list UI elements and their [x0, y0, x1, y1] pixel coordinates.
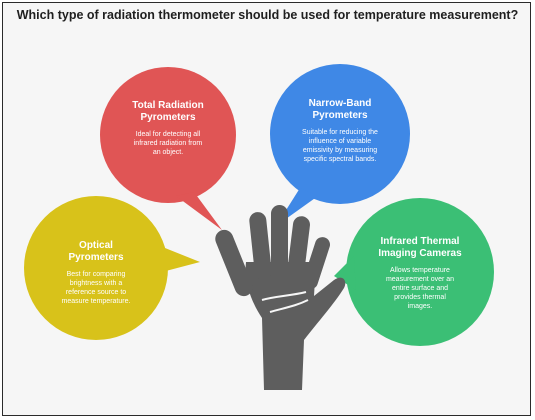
- optical-desc-line3: reference source to: [65, 289, 127, 296]
- optical-desc-line1: Best for comparing: [66, 271, 126, 278]
- infrared-thermal-circle: [346, 198, 494, 346]
- optical-pointer: [160, 246, 200, 272]
- infrared-thermal-desc: Allows temperature measurement over an e…: [368, 266, 472, 311]
- optical-title: Optical Pyrometers: [46, 240, 146, 264]
- optical-bubble: [24, 196, 200, 340]
- total-radiation-title: Total Radiation Pyrometers: [118, 100, 218, 124]
- optical-desc-line2: brightness with a: [69, 280, 123, 287]
- narrow-band-circle: [270, 64, 410, 204]
- total-radiation-desc-line1: Ideal for detecting all: [135, 131, 201, 138]
- narrow-band-desc: Suitable for reducing the influence of v…: [282, 128, 398, 164]
- optical-title-line2: Pyrometers: [68, 252, 124, 263]
- infrared-thermal-desc-line5: images.: [407, 303, 433, 310]
- optical-circle: [24, 196, 168, 340]
- infrared-thermal-desc-line1: Allows temperature: [390, 267, 450, 274]
- narrow-band-text: Narrow-Band Pyrometers Suitable for redu…: [282, 98, 398, 164]
- infrared-thermal-text: Infrared Thermal Imaging Cameras Allows …: [368, 236, 472, 311]
- infrared-thermal-desc-line3: entire surface and: [391, 285, 449, 292]
- optical-title-line1: Optical: [79, 240, 113, 251]
- infrared-thermal-bubble: [334, 198, 494, 346]
- optical-desc: Best for comparing brightness with a ref…: [46, 270, 146, 306]
- narrow-band-desc-line2: influence of variable: [308, 138, 372, 145]
- infrared-thermal-pointer: [334, 256, 356, 290]
- infrared-thermal-desc-line4: provides thermal: [394, 294, 446, 301]
- narrow-band-title-line2: Pyrometers: [312, 110, 368, 121]
- total-radiation-text: Total Radiation Pyrometers Ideal for det…: [118, 100, 218, 157]
- narrow-band-title: Narrow-Band Pyrometers: [282, 98, 398, 122]
- infrared-thermal-title: Infrared Thermal Imaging Cameras: [368, 236, 472, 260]
- narrow-band-desc-line3: emissivity by measuring: [302, 147, 378, 154]
- total-radiation-desc-line2: infrared radiation from: [133, 140, 203, 147]
- total-radiation-desc: Ideal for detecting all infrared radiati…: [118, 130, 218, 157]
- optical-desc-line4: measure temperature.: [61, 298, 131, 305]
- total-radiation-bubble: [100, 67, 236, 230]
- infrared-thermal-title-line1: Infrared Thermal: [380, 236, 460, 247]
- optical-text: Optical Pyrometers Best for comparing br…: [46, 240, 146, 306]
- total-radiation-pointer: [176, 192, 222, 230]
- hand-icon: [215, 205, 346, 390]
- total-radiation-circle: [100, 67, 236, 203]
- infrared-thermal-title-line2: Imaging Cameras: [378, 248, 462, 259]
- narrow-band-desc-line1: Suitable for reducing the: [302, 129, 378, 136]
- total-radiation-title-line1: Total Radiation: [132, 100, 204, 111]
- total-radiation-title-line2: Pyrometers: [140, 112, 196, 123]
- infrared-thermal-desc-line2: measurement over an: [385, 276, 455, 283]
- diagram-title: Which type of radiation thermometer shou…: [16, 8, 519, 22]
- total-radiation-desc-line3: an object.: [152, 149, 184, 156]
- narrow-band-title-line1: Narrow-Band: [308, 98, 372, 109]
- narrow-band-desc-line4: specific spectral bands.: [303, 156, 377, 163]
